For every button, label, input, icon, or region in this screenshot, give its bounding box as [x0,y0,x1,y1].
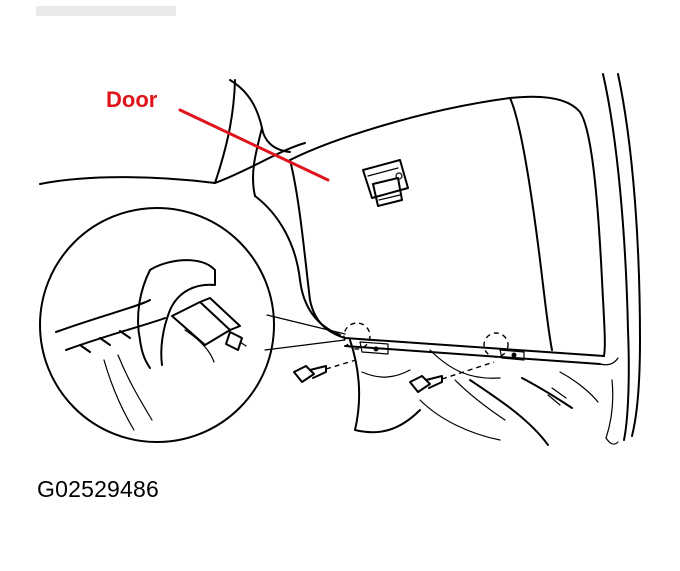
bolt-icon [293,359,357,383]
glove-box-door [289,95,619,366]
mounting-points [343,322,525,361]
detail-inset [39,207,346,443]
door-frame-pillar [602,73,641,445]
scan-artifact [36,6,176,16]
dashboard-outline [39,79,341,336]
glove-box-latch [362,159,409,207]
callout-leader-line [178,108,330,182]
callout-label-door: Door [106,87,158,112]
lower-dashboard [349,339,599,446]
bolt-icon [409,361,495,393]
figure-id: G02529486 [37,476,160,502]
